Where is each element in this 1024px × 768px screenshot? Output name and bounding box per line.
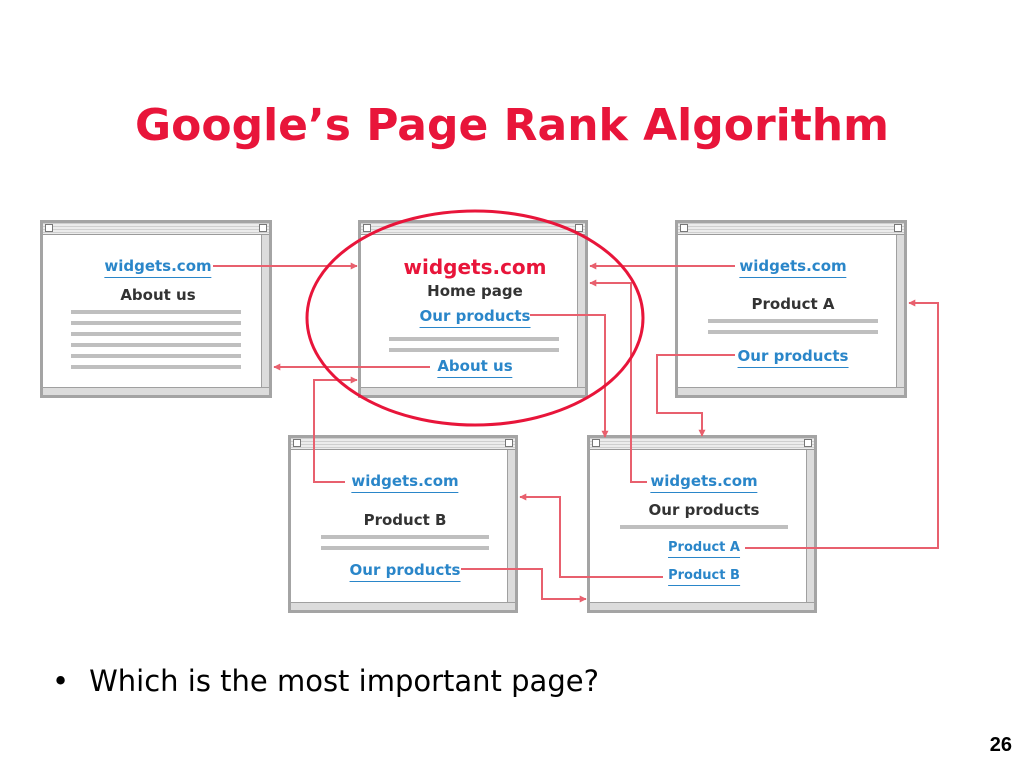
site-link[interactable]: widgets.com [650,472,758,493]
product-a-page-window: widgets.com Product A Our products [675,220,907,398]
text-line [71,354,241,358]
text-line [71,365,241,369]
horizontal-scrollbar [291,602,515,610]
text-line [321,546,489,550]
product-a-link[interactable]: Product A [668,540,740,558]
arrow-products-to-home [589,279,647,483]
site-link[interactable]: widgets.com [739,257,847,278]
zoom-box-icon [575,224,583,232]
vertical-scrollbar [507,450,515,603]
our-products-link[interactable]: Our products [419,307,531,328]
text-line [708,330,878,334]
close-box-icon [45,224,53,232]
zoom-box-icon [259,224,267,232]
vertical-scrollbar [577,235,585,388]
zoom-box-icon [894,224,902,232]
horizontal-scrollbar [361,387,585,395]
close-box-icon [592,439,600,447]
text-line [389,348,559,352]
zoom-box-icon [505,439,513,447]
our-products-link[interactable]: Our products [349,561,461,582]
arrow-product-b-to-home [313,376,358,483]
site-title: widgets.com [403,255,547,279]
vertical-scrollbar [806,450,814,603]
text-line [389,337,559,341]
close-box-icon [293,439,301,447]
about-us-page-window: widgets.com About us [40,220,272,398]
text-line [620,525,788,529]
home-page-window: widgets.com Home page Our products About… [358,220,588,398]
window-title-bar [678,223,904,235]
arrow-product-b-to-products [461,568,587,603]
bullet-dot: • [52,664,70,698]
vertical-scrollbar [896,235,904,388]
window-title-bar [43,223,269,235]
text-line [71,310,241,314]
window-title-bar [291,438,515,450]
horizontal-scrollbar [43,387,269,395]
text-line [708,319,878,323]
product-b-link[interactable]: Product B [668,568,740,586]
question-bullet: • Which is the most important page? [52,664,599,698]
site-link[interactable]: widgets.com [351,472,459,493]
product-b-page-window: widgets.com Product B Our products [288,435,518,613]
page-number: 26 [989,734,1012,756]
page-heading: Our products [648,501,760,519]
window-title-bar [590,438,814,450]
text-line [321,535,489,539]
window-title-bar [361,223,585,235]
slide-title: Google’s Page Rank Algorithm [135,100,889,151]
page-heading: Product B [363,511,447,529]
page-heading: Home page [427,282,523,300]
arrow-home-to-products [530,314,609,438]
arrow-products-to-product-a [745,299,939,549]
about-us-link[interactable]: About us [437,357,514,378]
close-box-icon [363,224,371,232]
horizontal-scrollbar [590,602,814,610]
page-heading: Product A [751,295,835,313]
zoom-box-icon [804,439,812,447]
text-line [71,332,241,336]
bullet-text: Which is the most important page? [89,664,599,698]
close-box-icon [680,224,688,232]
vertical-scrollbar [261,235,269,388]
text-line [71,321,241,325]
highlight-circle [305,209,645,427]
arrow-product-a-to-products [656,354,735,437]
page-heading: About us [120,286,196,304]
our-products-link[interactable]: Our products [737,347,849,368]
text-line [71,343,241,347]
horizontal-scrollbar [678,387,904,395]
arrow-products-to-product-b [519,493,663,578]
site-link[interactable]: widgets.com [104,257,212,278]
